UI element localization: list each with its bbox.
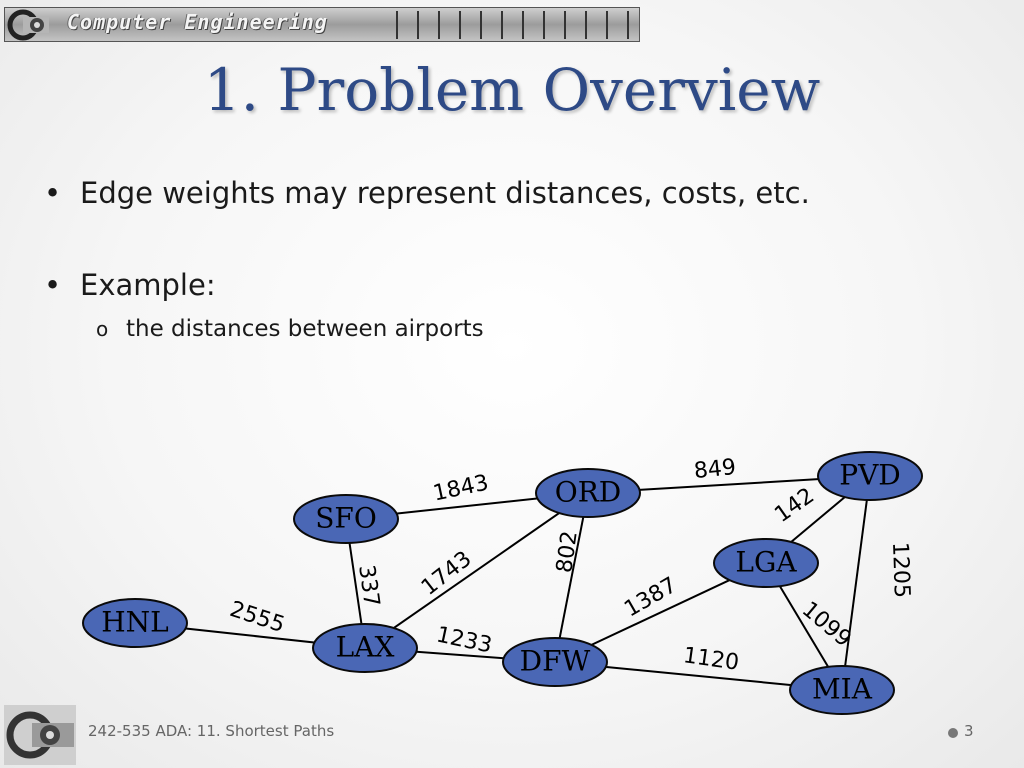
edge-ord-dfw — [554, 492, 589, 663]
airport-node-lga: LGA — [713, 538, 819, 588]
airport-node-label: ORD — [555, 476, 622, 509]
sub-bullet-marker: o — [96, 317, 109, 341]
edge-weight-label: 1743 — [417, 547, 477, 601]
bullet-text: Edge weights may represent distances, co… — [80, 176, 810, 210]
edge-weight-label: 1205 — [887, 542, 914, 599]
edge-weight-label: 1120 — [682, 643, 741, 676]
airport-node-label: SFO — [315, 502, 377, 535]
airport-node-mia: MIA — [789, 665, 895, 715]
airport-node-label: HNL — [101, 606, 169, 639]
bullet-item: • Edge weights may represent distances, c… — [44, 176, 810, 210]
page-dot-icon — [948, 728, 958, 738]
edge-weight-label: 142 — [770, 483, 819, 528]
airport-node-label: LGA — [735, 546, 797, 579]
edge-weight-label: 802 — [552, 529, 583, 574]
airport-node-label: PVD — [839, 459, 901, 492]
airport-node-lax: LAX — [312, 623, 418, 673]
sub-bullet-text: the distances between airports — [126, 316, 484, 342]
bullet-marker: • — [44, 268, 62, 302]
airport-node-dfw: DFW — [502, 637, 608, 687]
edge-weight-label: 1387 — [620, 573, 681, 623]
bullet-marker: • — [44, 176, 62, 210]
airport-node-label: MIA — [812, 673, 873, 706]
banner-stripes — [377, 11, 639, 39]
footer-logo-icon — [4, 705, 76, 765]
page-number: 3 — [964, 722, 974, 740]
airport-node-label: LAX — [336, 631, 395, 664]
edge-weight-label: 1099 — [797, 597, 856, 652]
airport-node-ord: ORD — [535, 468, 641, 518]
footer-text: 242-535 ADA: 11. Shortest Paths — [88, 722, 335, 740]
edge-weight-label: 337 — [353, 563, 384, 608]
edge-pvd-mia — [841, 475, 871, 691]
airport-node-pvd: PVD — [817, 451, 923, 501]
airport-node-hnl: HNL — [82, 598, 188, 648]
bullet-text: Example: — [80, 268, 216, 302]
banner-title: Computer Engineering — [67, 10, 328, 34]
airport-node-sfo: SFO — [293, 494, 399, 544]
department-logo-icon — [7, 9, 49, 41]
header-banner: Computer Engineering — [4, 7, 640, 42]
slide-title: 1. Problem Overview — [203, 56, 821, 124]
edge-lax-ord — [364, 492, 589, 649]
bullet-item: • Example: — [44, 268, 216, 302]
edge-weight-label: 1843 — [431, 470, 491, 506]
airport-node-label: DFW — [520, 645, 591, 678]
edge-weight-label: 849 — [693, 455, 737, 484]
edge-weight-label: 2555 — [227, 597, 288, 638]
sub-bullet-item: o the distances between airports — [96, 316, 484, 342]
